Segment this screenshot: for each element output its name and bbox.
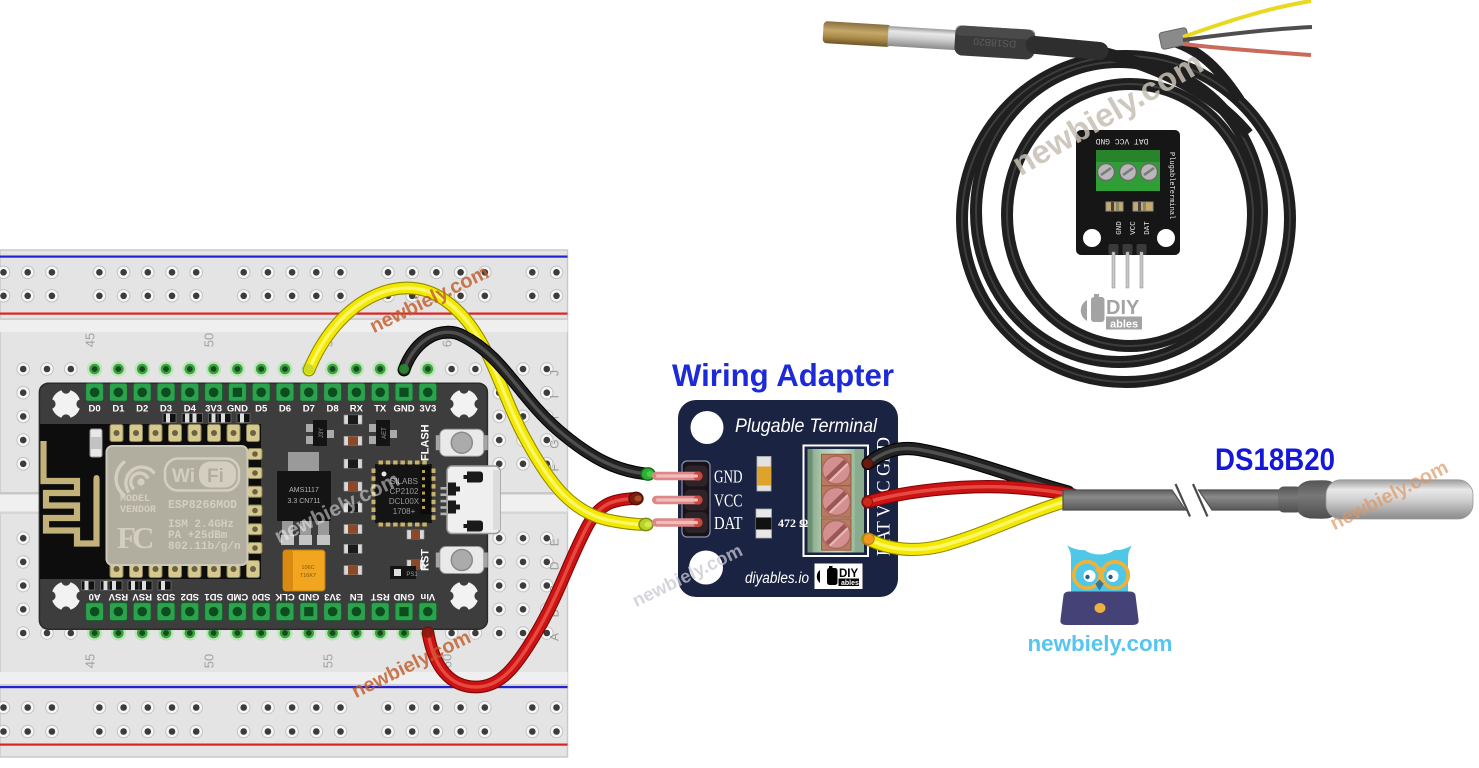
svg-text:D: D	[548, 561, 562, 570]
svg-text:Fi: Fi	[207, 466, 224, 487]
svg-text:DIY: DIY	[839, 568, 859, 580]
svg-text:Vin: Vin	[420, 591, 435, 602]
svg-text:D1: D1	[112, 404, 125, 415]
svg-text:SD2: SD2	[181, 591, 199, 602]
svg-text:C: C	[132, 520, 154, 555]
svg-text:D0: D0	[89, 404, 101, 415]
svg-text:3V3: 3V3	[205, 404, 222, 415]
svg-text:RSV: RSV	[132, 591, 152, 602]
svg-text:PlugableTerminal: PlugableTerminal	[1167, 152, 1175, 219]
svg-text:D3: D3	[160, 404, 172, 415]
svg-text:45: 45	[83, 654, 98, 668]
svg-text:GND: GND	[1116, 221, 1124, 235]
svg-text:GND: GND	[393, 591, 414, 602]
svg-text:ables: ables	[1110, 319, 1138, 331]
svg-text:CLK: CLK	[275, 591, 295, 602]
svg-text:F: F	[548, 464, 562, 471]
svg-text:3V3: 3V3	[419, 404, 436, 415]
svg-text:PS1: PS1	[406, 572, 418, 578]
svg-text:50: 50	[202, 333, 217, 347]
svg-text:F: F	[117, 520, 136, 555]
svg-text:VENDOR: VENDOR	[120, 505, 156, 516]
svg-text:DCL00X: DCL00X	[389, 497, 420, 506]
svg-text:802.11b/g/n: 802.11b/g/n	[168, 541, 241, 553]
svg-text:newbiely.com: newbiely.com	[1028, 631, 1173, 656]
svg-text:FLASH: FLASH	[419, 424, 431, 461]
svg-text:GND: GND	[298, 591, 319, 602]
svg-text:EN: EN	[350, 591, 363, 602]
svg-text:55: 55	[321, 654, 336, 668]
svg-text:diyables.io: diyables.io	[745, 570, 809, 587]
svg-text:AMS1117: AMS1117	[289, 487, 319, 494]
svg-text:GND: GND	[393, 404, 414, 415]
svg-text:B: B	[548, 609, 562, 617]
svg-text:DIY: DIY	[1106, 297, 1140, 319]
svg-text:472 Ω: 472 Ω	[778, 516, 809, 530]
svg-text:D6: D6	[279, 404, 291, 415]
svg-text:SILABS: SILABS	[390, 477, 418, 486]
svg-text:VCC: VCC	[1130, 221, 1138, 235]
svg-text:DAT: DAT	[1144, 221, 1152, 235]
svg-text:3V3: 3V3	[324, 591, 341, 602]
svg-text:Wi: Wi	[172, 466, 195, 487]
svg-text:106C: 106C	[301, 565, 314, 571]
svg-text:GND: GND	[227, 404, 248, 415]
svg-text:A0: A0	[89, 591, 101, 602]
svg-text:J3Y: J3Y	[319, 428, 325, 438]
svg-text:D8: D8	[327, 404, 339, 415]
svg-text:I: I	[548, 395, 562, 398]
svg-text:AET: AET	[382, 427, 388, 439]
svg-text:GND: GND	[714, 467, 743, 487]
svg-text:D2: D2	[136, 404, 148, 415]
svg-text:SD3: SD3	[157, 591, 175, 602]
svg-text:RX: RX	[350, 404, 364, 415]
svg-text:TX: TX	[374, 404, 387, 415]
svg-text:RST: RST	[419, 549, 431, 571]
svg-text:1708+: 1708+	[393, 507, 416, 516]
svg-text:45: 45	[83, 333, 98, 347]
svg-text:3.3 CN711: 3.3 CN711	[288, 498, 321, 505]
svg-text:J: J	[548, 370, 562, 376]
svg-text:DS18B20: DS18B20	[973, 35, 1017, 49]
svg-text:G: G	[548, 439, 562, 448]
svg-text:SD1: SD1	[204, 591, 223, 602]
svg-text:D4: D4	[184, 404, 197, 415]
svg-text:T16K7: T16K7	[300, 573, 316, 579]
svg-text:D5: D5	[255, 404, 268, 415]
svg-text:E: E	[548, 538, 562, 546]
svg-text:CP2102: CP2102	[390, 487, 419, 496]
svg-text:DAT: DAT	[714, 513, 743, 533]
svg-text:RSV: RSV	[108, 591, 128, 602]
svg-text:PA +25dBm: PA +25dBm	[168, 530, 228, 542]
svg-text:A: A	[548, 633, 562, 641]
svg-text:DAT VCC GND: DAT VCC GND	[1095, 136, 1148, 145]
svg-text:ESP8266MOD: ESP8266MOD	[168, 499, 237, 512]
svg-text:ables: ables	[841, 580, 859, 587]
svg-text:Wiring Adapter: Wiring Adapter	[672, 357, 894, 393]
svg-text:RST: RST	[371, 591, 390, 602]
svg-text:VCC: VCC	[714, 491, 743, 511]
svg-text:50: 50	[202, 654, 217, 668]
svg-text:Plugable Terminal: Plugable Terminal	[735, 416, 878, 437]
svg-text:CMD: CMD	[226, 591, 248, 602]
svg-text:DS18B20: DS18B20	[1215, 441, 1335, 477]
svg-text:MODEL: MODEL	[120, 494, 150, 505]
svg-text:ISM 2.4GHz: ISM 2.4GHz	[168, 519, 234, 531]
svg-text:SD0: SD0	[252, 591, 270, 602]
svg-text:D7: D7	[303, 404, 315, 415]
